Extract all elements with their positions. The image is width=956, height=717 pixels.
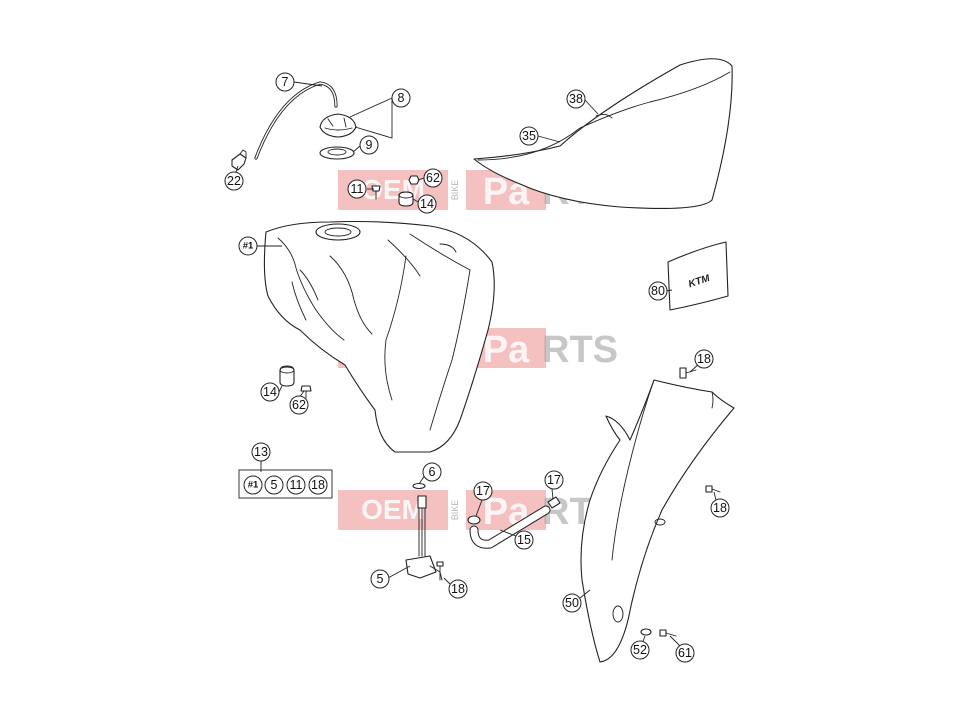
washer-52 xyxy=(640,628,652,636)
callout-17-right: 17 xyxy=(544,470,564,490)
callout-18-upper: 18 xyxy=(694,349,714,369)
svg-text:35: 35 xyxy=(522,129,536,143)
callout-14-top: 14 xyxy=(417,194,437,214)
screw-61 xyxy=(659,629,677,637)
svg-text:5: 5 xyxy=(271,478,278,492)
callout-61: 61 xyxy=(675,643,695,663)
svg-text:7: 7 xyxy=(282,75,289,89)
breather-hose-inner xyxy=(255,82,337,159)
hose-clamp-17-left xyxy=(467,515,481,525)
svg-text:RTS: RTS xyxy=(542,329,618,371)
callout-80: 80 xyxy=(648,281,668,301)
svg-text:13: 13 xyxy=(254,445,268,459)
callout-52: 52 xyxy=(630,640,650,660)
kit-item-18: 18 xyxy=(308,475,328,495)
callout-13: 13 xyxy=(251,442,271,462)
svg-text:17: 17 xyxy=(476,484,490,498)
callout-18-tap: 18 xyxy=(448,579,468,599)
filler-cap-gasket xyxy=(319,146,355,160)
svg-text:11: 11 xyxy=(290,478,303,492)
svg-text:#1: #1 xyxy=(243,241,254,252)
callout-9: 9 xyxy=(359,135,379,155)
fuel-hose xyxy=(469,505,551,549)
svg-text:#1: #1 xyxy=(248,480,259,491)
svg-text:8: 8 xyxy=(398,91,405,105)
svg-text:BIKE: BIKE xyxy=(450,180,460,201)
svg-text:14: 14 xyxy=(263,385,277,399)
svg-text:62: 62 xyxy=(292,398,306,412)
svg-text:OEM: OEM xyxy=(361,494,425,525)
callout-50: 50 xyxy=(562,593,582,613)
callout-11-top: 11 xyxy=(347,179,367,199)
svg-text:BIKE: BIKE xyxy=(450,500,460,521)
callout-22: 22 xyxy=(224,171,244,191)
svg-text:18: 18 xyxy=(311,478,325,492)
o-ring-6 xyxy=(412,482,426,490)
leader-lines xyxy=(235,81,717,647)
svg-text:80: 80 xyxy=(651,284,665,298)
callout-62-left: 62 xyxy=(289,395,309,415)
callout-38: 38 xyxy=(566,89,586,109)
callout-35: 35 xyxy=(519,126,539,146)
callout-1: #1 xyxy=(238,236,258,256)
fuel-tank xyxy=(263,220,495,453)
svg-text:38: 38 xyxy=(569,92,583,106)
svg-text:9: 9 xyxy=(366,138,373,152)
callout-5: 5 xyxy=(370,569,390,589)
bushing-14-left xyxy=(279,365,295,387)
kit-item-5: 5 xyxy=(264,475,284,495)
callout-7: 7 xyxy=(275,72,295,92)
svg-text:15: 15 xyxy=(517,533,531,547)
kit-13-box xyxy=(238,469,333,499)
callout-8: 8 xyxy=(391,88,411,108)
callout-18-right: 18 xyxy=(710,498,730,518)
screw-62-left xyxy=(300,385,312,399)
svg-text:14: 14 xyxy=(420,197,434,211)
callout-17-left: 17 xyxy=(473,481,493,501)
screw-18-right xyxy=(705,485,721,493)
kit-item-11: 11 xyxy=(286,475,306,495)
svg-text:52: 52 xyxy=(633,643,647,657)
svg-text:Pa: Pa xyxy=(483,329,530,371)
svg-text:18: 18 xyxy=(713,501,727,515)
svg-text:18: 18 xyxy=(451,582,465,596)
ktm-decal: KTM xyxy=(667,241,729,311)
tank-spoiler xyxy=(580,379,735,663)
kit-item-1: #1 xyxy=(243,475,263,495)
fuel-tap xyxy=(405,495,443,581)
seat xyxy=(473,58,733,210)
screw-18-upper xyxy=(679,367,697,379)
svg-text:11: 11 xyxy=(351,182,364,196)
bushing-14-top xyxy=(398,191,414,207)
svg-text:62: 62 xyxy=(426,171,440,185)
elbow-fitting xyxy=(231,149,247,171)
callout-6: 6 xyxy=(422,462,442,482)
svg-text:5: 5 xyxy=(377,572,384,586)
svg-text:18: 18 xyxy=(697,352,711,366)
callout-62-top: 62 xyxy=(423,168,443,188)
callout-15: 15 xyxy=(514,530,534,550)
screw-18-tap xyxy=(436,561,444,581)
callout-14-left: 14 xyxy=(260,382,280,402)
svg-text:22: 22 xyxy=(227,174,241,188)
svg-text:61: 61 xyxy=(678,646,692,660)
nut-62-top xyxy=(408,175,420,185)
svg-text:6: 6 xyxy=(429,465,436,479)
filler-cap xyxy=(319,113,357,138)
svg-text:17: 17 xyxy=(547,473,561,487)
svg-text:50: 50 xyxy=(565,596,579,610)
